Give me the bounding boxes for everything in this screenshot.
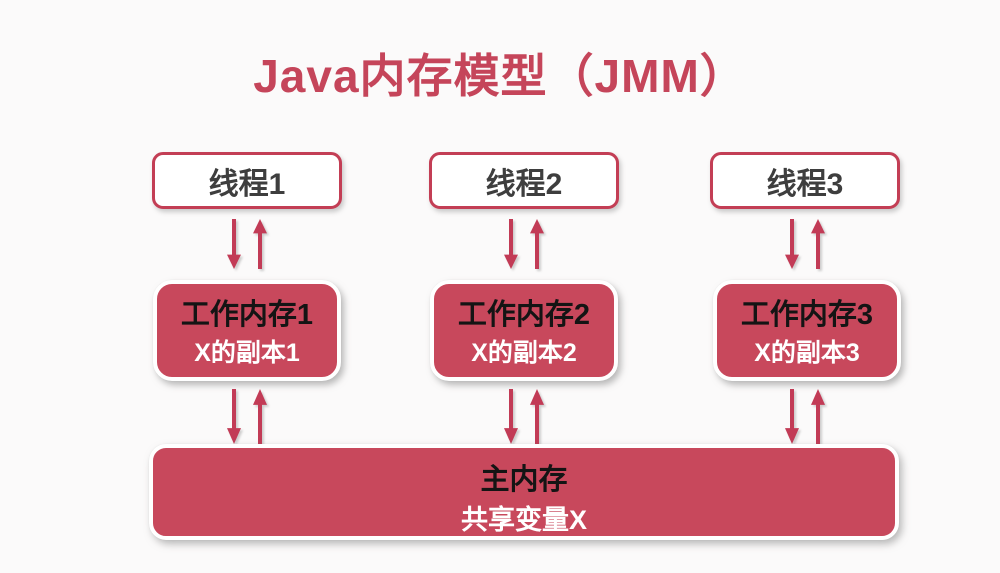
- thread-box-3: 线程3: [710, 152, 900, 209]
- main-memory-box: 主内存 共享变量X: [149, 444, 899, 540]
- arrow-pair-wm3-main: [784, 389, 826, 444]
- shared-variable-label: 共享变量X: [460, 505, 587, 535]
- down-arrow-icon: [785, 389, 799, 444]
- down-arrow-icon: [227, 219, 241, 269]
- working-memory-box-1: 工作内存1 X的副本1: [153, 280, 341, 381]
- thread-label: 线程3: [766, 167, 844, 201]
- down-arrow-icon: [785, 219, 799, 269]
- down-arrow-icon: [504, 389, 518, 444]
- thread-label: 线程1: [208, 167, 286, 201]
- thread-box-2: 线程2: [429, 152, 619, 209]
- up-arrow-icon: [811, 219, 825, 269]
- arrow-pair-thread1-wm1: [226, 219, 268, 269]
- down-arrow-icon: [227, 389, 241, 444]
- arrow-pair-thread3-wm3: [784, 219, 826, 269]
- thread-box-1: 线程1: [152, 152, 342, 209]
- arrow-pair-wm2-main: [503, 389, 545, 444]
- x-copy-label: X的副本3: [754, 339, 860, 367]
- page-title: Java内存模型（JMM）: [253, 50, 747, 102]
- arrow-pair-wm1-main: [226, 389, 268, 444]
- x-copy-label: X的副本2: [471, 339, 577, 367]
- up-arrow-icon: [811, 389, 825, 444]
- up-arrow-icon: [253, 219, 267, 269]
- working-memory-title: 工作内存1: [180, 299, 314, 331]
- up-arrow-icon: [530, 389, 544, 444]
- working-memory-title: 工作内存2: [457, 299, 591, 331]
- arrow-pair-thread2-wm2: [503, 219, 545, 269]
- main-memory-title: 主内存: [480, 464, 568, 496]
- down-arrow-icon: [504, 219, 518, 269]
- working-memory-title: 工作内存3: [740, 299, 874, 331]
- working-memory-box-2: 工作内存2 X的副本2: [430, 280, 618, 381]
- working-memory-box-3: 工作内存3 X的副本3: [713, 280, 901, 381]
- x-copy-label: X的副本1: [194, 339, 300, 367]
- thread-label: 线程2: [485, 167, 563, 201]
- up-arrow-icon: [530, 219, 544, 269]
- up-arrow-icon: [253, 389, 267, 444]
